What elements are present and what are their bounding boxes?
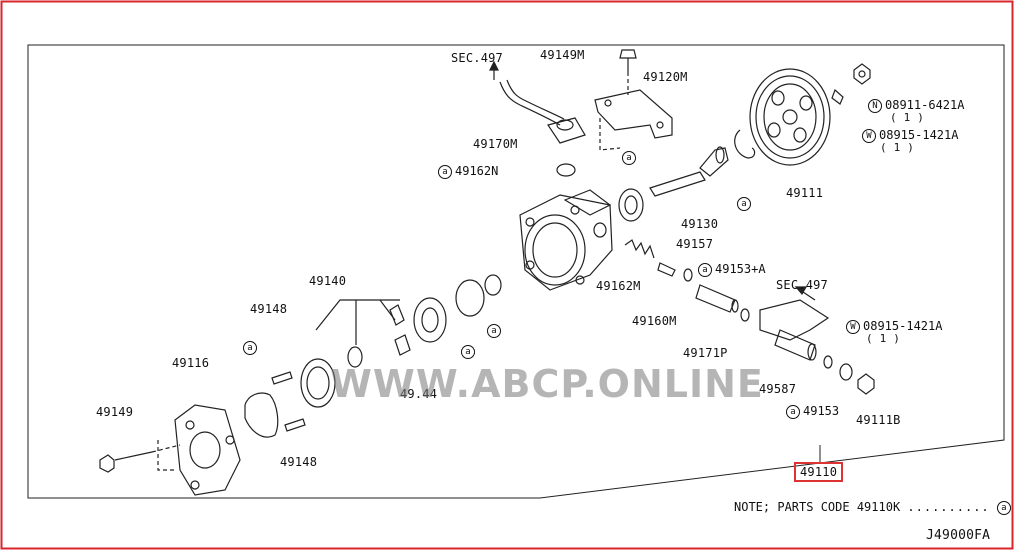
marker-a-icon: a: [786, 404, 800, 419]
part-49160M-label[interactable]: 49160M: [632, 314, 677, 328]
marker-a-icon: a: [438, 164, 452, 179]
part-4914x-label: 49.44: [400, 387, 438, 401]
part-49162M-label[interactable]: 49162M: [596, 279, 641, 293]
part-08915-top-label: 08915-1421A: [879, 128, 959, 142]
note-line: NOTE; PARTS CODE 49110K .......... a: [734, 500, 1014, 515]
marker-N-icon: N: [868, 98, 882, 113]
marker-a-icon: a: [737, 196, 751, 211]
part-49148-bottom-label[interactable]: 49148: [280, 455, 318, 469]
part-49153-label: 49153: [803, 404, 840, 418]
marker-a-icon: a: [461, 344, 475, 359]
part-49120M-label[interactable]: 49120M: [643, 70, 688, 84]
part-49149M-label[interactable]: 49149M: [540, 48, 585, 62]
part-49162N-label: 49162N: [455, 164, 499, 178]
note-text: NOTE; PARTS CODE 49110K: [734, 500, 901, 514]
marker-a-icon: a: [698, 262, 712, 277]
marker-W-icon: W: [862, 128, 876, 143]
part-49111B-label[interactable]: 49111B: [856, 413, 901, 427]
part-08911-qty: ( 1 ): [890, 111, 925, 124]
part-49111-label[interactable]: 49111: [786, 186, 824, 200]
marker-a-gasket: a: [243, 340, 260, 355]
diagram-code: J49000FA: [926, 528, 991, 543]
marker-a-icon: a: [487, 323, 501, 338]
marker-a-oring1: a: [461, 344, 478, 359]
part-49157-label[interactable]: 49157: [676, 237, 714, 251]
marker-a-seal: a: [622, 150, 639, 165]
part-49140-label[interactable]: 49140: [309, 274, 347, 288]
part-49153A-label: 49153+A: [715, 262, 766, 276]
part-49587-label[interactable]: 49587: [759, 382, 797, 396]
part-08915-right-qty: ( 1 ): [866, 332, 901, 345]
part-08911-label: 08911-6421A: [885, 98, 965, 112]
sec497-right-label: SEC.497: [776, 278, 828, 292]
watermark: WWW.ABCP.ONLINE: [330, 362, 764, 406]
part-49171P-label[interactable]: 49171P: [683, 346, 728, 360]
part-08915-right-label: 08915-1421A: [863, 319, 943, 333]
part-49130-label[interactable]: 49130: [681, 217, 719, 231]
part-49149-label[interactable]: 49149: [96, 405, 134, 419]
marker-a-icon: a: [622, 150, 636, 165]
marker-a-icon: a: [243, 340, 257, 355]
part-08915-top-qty: ( 1 ): [880, 141, 915, 154]
marker-a-shaft: a: [737, 196, 754, 211]
part-49170M-label[interactable]: 49170M: [473, 137, 518, 151]
part-49110-label[interactable]: 49110: [794, 462, 844, 482]
assembly-frame: [27, 44, 1005, 499]
part-drawings: [99, 49, 875, 496]
part-49148-top-label[interactable]: 49148: [250, 302, 288, 316]
marker-a-oring2: a: [487, 323, 504, 338]
part-49116-label[interactable]: 49116: [172, 356, 210, 370]
sec497-top-label: SEC.497: [451, 51, 503, 65]
marker-W-icon: W: [846, 319, 860, 334]
marker-a-icon: a: [996, 500, 1011, 515]
